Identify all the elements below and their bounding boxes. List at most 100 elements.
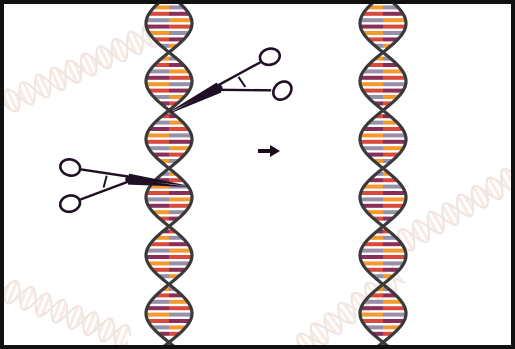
base-pair-segment [146, 191, 169, 195]
base-pair-segment [160, 101, 169, 106]
base-pair-segment [383, 120, 398, 125]
base-pair-segment [169, 235, 183, 240]
base-pair-segment [154, 37, 169, 42]
base-pair-segment [383, 159, 392, 163]
scissors-finger-ring [59, 158, 82, 177]
base-pair-segment [153, 152, 169, 157]
base-pair-segment [169, 229, 176, 234]
base-pair-segment [372, 331, 383, 336]
faint-base-pair [309, 329, 322, 344]
base-pair-segment [363, 184, 383, 189]
base-pair-segment [146, 306, 169, 311]
base-pair-segment [383, 139, 406, 144]
base-pairs [146, 5, 192, 345]
base-pair-segment [383, 191, 406, 195]
faint-backbone [4, 285, 132, 343]
faint-base-pair [22, 81, 35, 104]
faint-base-pair [6, 280, 19, 304]
base-pair-segment [366, 325, 383, 330]
base-pair-segment [383, 127, 403, 131]
base-pair-segment [159, 274, 169, 279]
base-pair-segment [383, 287, 389, 291]
base-pair-segment [169, 191, 192, 195]
base-pair-segment [383, 24, 406, 29]
base-pair-segment [160, 159, 169, 163]
base-pair-segment [383, 18, 406, 23]
base-pair-segment [169, 248, 192, 253]
base-pair-segment [154, 120, 169, 125]
base-pair-segment [158, 331, 169, 336]
base-pair-segment [360, 24, 383, 29]
faint-base-pair [431, 211, 445, 232]
arrow-head [270, 145, 280, 157]
base-pair-segment [377, 287, 383, 291]
base-pair-segment [169, 159, 178, 163]
base-pair-segment [162, 229, 169, 234]
faint-base-pair [142, 26, 154, 48]
base-pair-segment [169, 101, 178, 106]
base-pair-segment [363, 69, 383, 74]
base-pair-segment [169, 11, 190, 16]
upper-scissors-icon [163, 47, 293, 116]
faint-base-pair [327, 312, 343, 332]
faint-base-pair [113, 326, 123, 343]
base-pair-segment [383, 274, 393, 279]
helix-backbone-strand [144, 4, 194, 345]
base-pair-segment [360, 197, 383, 202]
faint-base-pair [23, 287, 35, 311]
base-pair-segment [169, 56, 177, 61]
faint-backbone [4, 23, 151, 113]
faint-base-pair [33, 78, 45, 97]
base-pair-segment [360, 139, 383, 144]
base-pair-segment [383, 235, 397, 240]
base-pair-segment [169, 24, 192, 29]
base-pair-segment [146, 75, 169, 80]
faint-base-pair [98, 45, 111, 69]
faint-base-pair [411, 225, 423, 242]
faint-backbone [4, 30, 159, 106]
faint-base-pair [297, 333, 310, 345]
base-pair-segment [368, 37, 383, 42]
faint-backbone [398, 168, 511, 252]
faint-base-pair [18, 87, 28, 104]
base-pair-segment [383, 325, 400, 330]
scissors-handle [80, 168, 129, 178]
faint-dna-strand [4, 23, 159, 113]
faint-base-pair [503, 168, 511, 183]
base-pair-segment [362, 146, 383, 151]
base-pair-segment [159, 216, 169, 221]
base-pair-segment [383, 255, 406, 259]
base-pair-segment [368, 120, 383, 125]
base-pair-segment [383, 69, 403, 74]
scissors-finger-ring [271, 80, 293, 101]
base-pair-segment [383, 331, 394, 336]
base-pair-segment [155, 293, 169, 298]
faint-base-pair [323, 317, 338, 335]
base-pair-segment [146, 18, 169, 23]
base-pair-segment [169, 43, 177, 48]
base-pair-segment [146, 133, 169, 138]
base-pair-segment [169, 82, 192, 87]
faint-base-pair [38, 74, 51, 96]
faint-base-pair [426, 215, 439, 234]
base-pair-segment [383, 133, 406, 138]
base-pair-segment [360, 133, 383, 138]
faint-base-pair [441, 205, 455, 226]
base-pair-segment [169, 146, 190, 151]
faint-backbone [397, 176, 511, 245]
base-pair-segment [150, 299, 169, 304]
base-pair-segment [169, 325, 186, 330]
base-pair-segment [169, 18, 192, 23]
faint-base-pair [342, 302, 357, 320]
base-pair-segment [383, 319, 405, 323]
base-pair-segment [383, 43, 391, 48]
base-pair-segment [169, 95, 185, 99]
base-pair-segment [383, 171, 390, 176]
base-pair-segment [362, 11, 383, 16]
base-pair-segment [361, 319, 383, 323]
faint-base-pair [74, 311, 84, 328]
base-pair-segment [374, 159, 383, 163]
base-pair-segment [148, 88, 169, 93]
base-pair-segment [383, 88, 404, 93]
